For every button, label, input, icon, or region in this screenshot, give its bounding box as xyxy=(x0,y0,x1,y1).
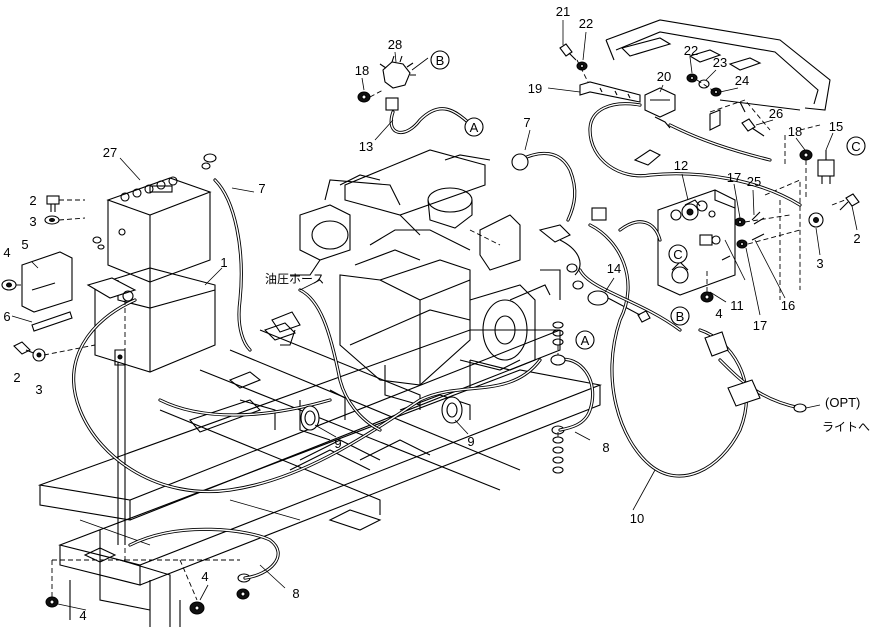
callout-labels: 27 2 3 4 5 6 2 3 1 7 28 18 13 7 21 22 22… xyxy=(3,4,860,623)
fasteners xyxy=(1,43,860,615)
callout-28: 28 xyxy=(388,37,402,52)
to-light-label: ライトへ xyxy=(822,420,870,434)
callout-16: 16 xyxy=(781,298,795,313)
hydraulic-hose-label: 油圧ホース xyxy=(265,272,324,286)
callout-17-bottom: 17 xyxy=(753,318,767,333)
callout-22-right: 22 xyxy=(684,43,698,58)
battery-assembly xyxy=(21,176,216,545)
callout-7-battery: 7 xyxy=(258,181,265,196)
ref-circle-c-right xyxy=(846,136,866,156)
ref-letter-c-box: C xyxy=(673,247,682,262)
ref-letter-b-top: B xyxy=(436,53,445,68)
ref-circle-a-mid xyxy=(575,330,595,350)
callout-2-top-left: 2 xyxy=(29,193,36,208)
callout-8-right: 8 xyxy=(602,440,609,455)
ref-letter-c-right: C xyxy=(851,139,860,154)
callout-25: 25 xyxy=(747,174,761,189)
explosion-lines xyxy=(16,59,846,601)
callout-13: 13 xyxy=(359,139,373,154)
ref-letter-a-mid: A xyxy=(581,333,590,348)
callout-9-right: 9 xyxy=(467,434,474,449)
callout-12: 12 xyxy=(674,158,688,173)
callout-23: 23 xyxy=(713,55,727,70)
callout-3-right: 3 xyxy=(816,256,823,271)
callout-5: 5 xyxy=(21,237,28,252)
ref-circle-c-box xyxy=(668,244,688,264)
callout-14: 14 xyxy=(607,261,621,276)
callout-20: 20 xyxy=(657,69,671,84)
callout-4-bottom-left: 4 xyxy=(79,608,86,623)
engine-assembly xyxy=(271,149,561,406)
callout-21: 21 xyxy=(556,4,570,19)
callout-15: 15 xyxy=(829,119,843,134)
bracket-relay xyxy=(579,81,676,129)
ref-circle-b-box xyxy=(670,306,690,326)
callout-6: 6 xyxy=(3,309,10,324)
cables xyxy=(72,102,807,580)
text-annotations: 油圧ホース (OPT) ライトへ xyxy=(265,272,870,434)
ref-letter-a-top: A xyxy=(470,120,479,135)
ref-circle-b-top xyxy=(430,50,450,70)
callout-17-top: 17 xyxy=(727,170,741,185)
guard-frame xyxy=(605,19,831,300)
ref-letter-b-box: B xyxy=(676,309,685,324)
callout-7-engine: 7 xyxy=(523,115,530,130)
callout-19: 19 xyxy=(528,81,542,96)
callout-18-top: 18 xyxy=(355,63,369,78)
callout-2-lower: 2 xyxy=(13,370,20,385)
leader-lines xyxy=(11,20,858,611)
callout-3-top-left: 3 xyxy=(29,214,36,229)
opt-label: (OPT) xyxy=(825,395,860,410)
callout-8-bottom: 8 xyxy=(292,586,299,601)
callout-9-left: 9 xyxy=(334,436,341,451)
control-panel xyxy=(657,189,736,296)
callout-4-right: 4 xyxy=(715,306,722,321)
callout-1: 1 xyxy=(220,255,227,270)
callout-18-right: 18 xyxy=(788,124,802,139)
callout-27: 27 xyxy=(103,145,117,160)
callout-3-lower: 3 xyxy=(35,382,42,397)
chassis-frame xyxy=(37,322,602,627)
callout-4-left: 4 xyxy=(3,245,10,260)
ref-circle-a-top xyxy=(464,117,484,137)
callout-22-top: 22 xyxy=(579,16,593,31)
callout-2-right: 2 xyxy=(853,231,860,246)
callout-11: 11 xyxy=(730,298,744,313)
callout-26: 26 xyxy=(769,106,783,121)
reference-markers: B A C C B A xyxy=(430,50,866,350)
callout-4-bottom-mid: 4 xyxy=(201,569,208,584)
callout-10: 10 xyxy=(630,511,644,526)
callout-24: 24 xyxy=(735,73,749,88)
